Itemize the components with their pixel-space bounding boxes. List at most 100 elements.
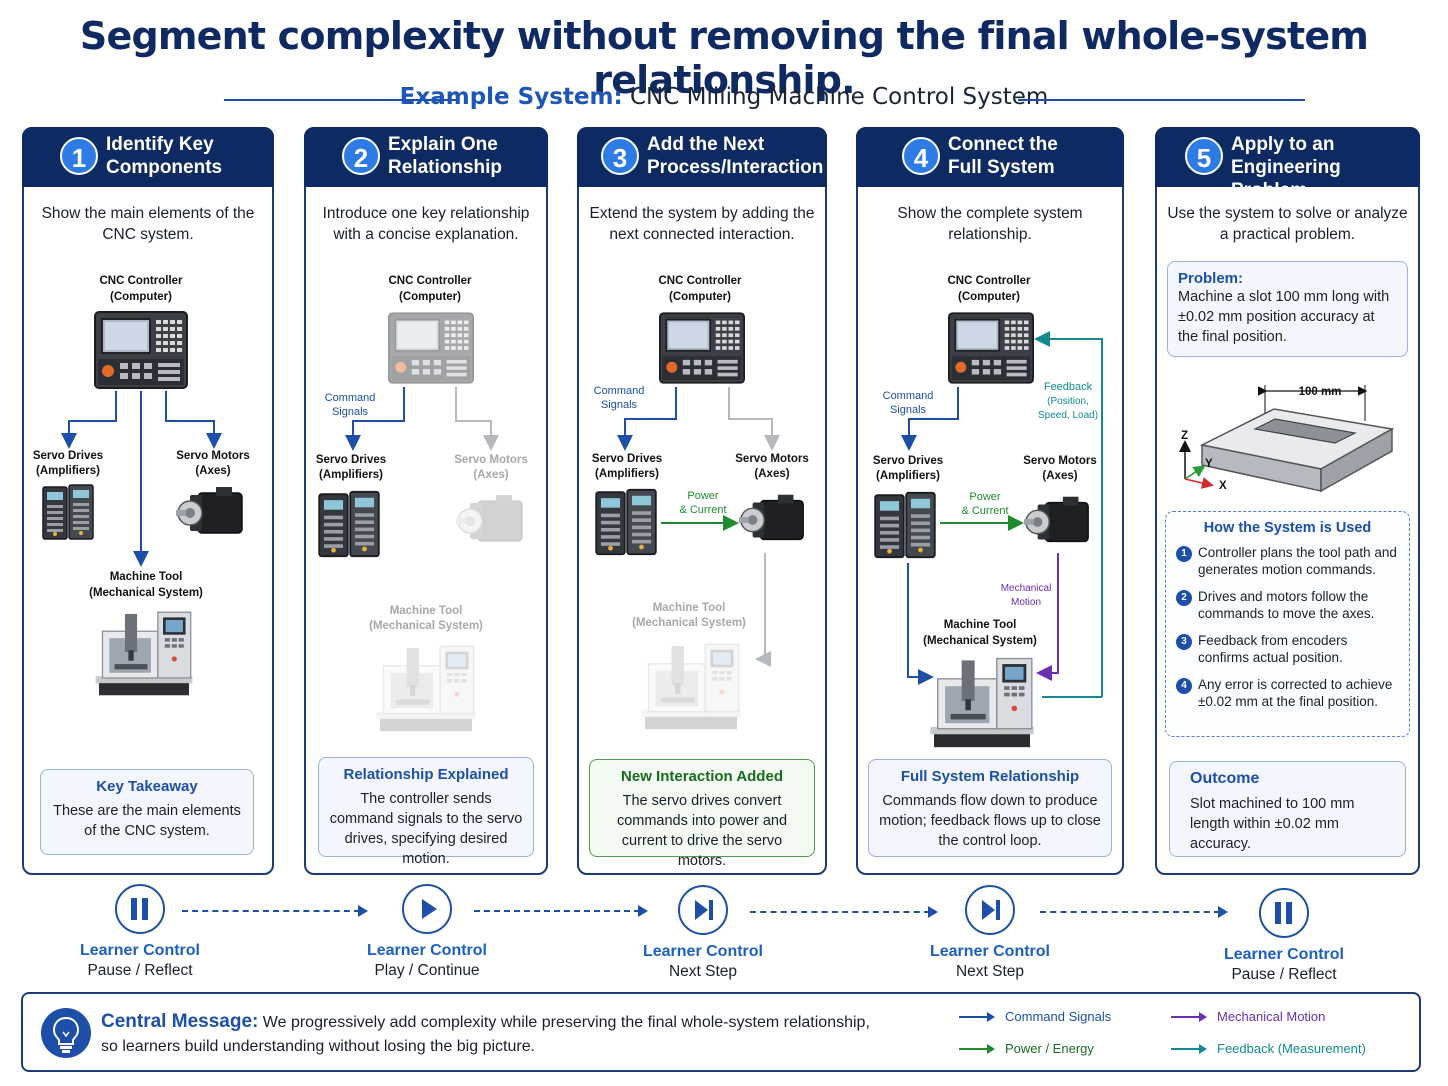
- legend-arrow-icon: [959, 1044, 995, 1054]
- next-step-icon[interactable]: [678, 885, 728, 935]
- key-takeaway-box: Key Takeaway These are the main elements…: [40, 769, 254, 855]
- tool-label-2: (Mechanical System): [632, 617, 746, 629]
- box-body: These are the main elements of the CNC s…: [53, 803, 241, 839]
- next-step-icon[interactable]: [965, 885, 1015, 935]
- central-message-text: Central Message: We progressively add co…: [101, 1010, 921, 1059]
- slot-icon: [1253, 418, 1357, 444]
- tool-label-1: Machine Tool: [110, 571, 183, 583]
- controller-label-2: (Computer): [399, 291, 461, 303]
- box-title: Key Takeaway: [96, 778, 198, 795]
- box-body: Slot machined to 100 mm length within ±0…: [1190, 796, 1355, 852]
- box-title: Full System Relationship: [900, 768, 1080, 785]
- subtitle-row: Example System: CNC Milling Machine Cont…: [0, 82, 1448, 116]
- controller-label-2: (Computer): [669, 291, 731, 303]
- learner-control-next-2[interactable]: Learner Control Next Step: [910, 885, 1070, 981]
- servo-motor-icon: [739, 493, 804, 541]
- how-step: 2 Drives and motors follow the commands …: [1176, 588, 1399, 622]
- cnc-controller-icon: [659, 312, 745, 384]
- feedback-label-2: (Position,: [1047, 396, 1089, 407]
- learner-control-pause-2[interactable]: Learner Control Pause / Reflect: [1204, 888, 1364, 984]
- panel-header: 4 Connect the Full System: [856, 127, 1124, 187]
- controller-label-2: (Computer): [110, 291, 172, 303]
- problem-body: Machine a slot 100 mm long with ±0.02 mm…: [1178, 289, 1390, 345]
- command-arrow-motors: [165, 391, 222, 449]
- motors-label-2: (Axes): [473, 469, 508, 481]
- control-subtitle: Pause / Reflect: [1231, 966, 1337, 983]
- control-title: Learner Control: [366, 942, 487, 959]
- panel-title-line-1: Identify Key: [106, 134, 214, 155]
- legend-label: Power / Energy: [1005, 1041, 1094, 1056]
- progress-arrow: [1040, 906, 1228, 918]
- cnc-controller-icon: [948, 312, 1034, 384]
- power-label-1: Power: [969, 491, 1001, 503]
- play-icon[interactable]: [402, 884, 452, 934]
- panel-title-line-1: Explain One: [388, 134, 498, 155]
- command-arrow-drives: [617, 387, 677, 451]
- how-step-number: 2: [1176, 590, 1192, 606]
- motors-label-1: Servo Motors: [454, 454, 528, 466]
- command-label-2: Signals: [601, 399, 638, 411]
- panel-step-2: 2 Explain One Relationship Introduce one…: [304, 127, 548, 875]
- how-step-text: Controller plans the tool path and gener…: [1198, 545, 1397, 577]
- panel-title: Connect the Full System: [948, 133, 1148, 179]
- box-body: Commands flow down to produce motion; fe…: [879, 793, 1101, 849]
- box-title: New Interaction Added: [621, 768, 783, 785]
- control-title: Learner Control: [1223, 946, 1344, 963]
- panel-title-line-1: Apply to an: [1231, 134, 1335, 155]
- panel-description: Show the main elements of the CNC system…: [41, 205, 255, 243]
- panel-header: 5 Apply to an Engineering Problem: [1155, 127, 1420, 201]
- machine-tool-icon: [929, 657, 1035, 748]
- motors-label-1: Servo Motors: [1023, 455, 1097, 467]
- faded-arrow-motors: [455, 387, 499, 451]
- subtitle-divider-right: [1018, 99, 1305, 101]
- dimension-label: 100 mm: [1299, 386, 1342, 398]
- problem-box: Problem: Machine a slot 100 mm long with…: [1167, 261, 1408, 357]
- full-system-box: Full System Relationship Commands flow d…: [868, 759, 1112, 857]
- control-title: Learner Control: [79, 942, 200, 959]
- drives-label-1: Servo Drives: [316, 454, 386, 466]
- full-system-diagram: CNC Controller (Computer) Command Signal…: [873, 275, 1103, 748]
- progress-arrow: [182, 905, 368, 917]
- how-step-number: 3: [1176, 634, 1192, 650]
- subtitle: Example System: CNC Milling Machine Cont…: [0, 84, 1448, 110]
- central-message-line-1: We progressively add complexity while pr…: [262, 1014, 870, 1031]
- drives-label-2: (Amplifiers): [319, 469, 383, 481]
- drives-label-1: Servo Drives: [592, 453, 662, 465]
- machine-tool-icon: [375, 645, 477, 732]
- subtitle-system: CNC Milling Machine Control System: [629, 84, 1049, 110]
- cnc-components-diagram: CNC Controller (Computer) Servo Drives (…: [33, 275, 250, 697]
- axis-x-arrow: [1184, 477, 1214, 489]
- command-arrow-drives: [901, 387, 959, 451]
- pause-icon[interactable]: [115, 884, 165, 934]
- learner-control-pause-1[interactable]: Learner Control Pause / Reflect: [60, 884, 220, 980]
- command-label-2: Signals: [890, 404, 927, 416]
- step-number-badge: 4: [902, 137, 940, 175]
- cnc-controller-icon: [94, 311, 188, 389]
- legend-label: Feedback (Measurement): [1217, 1041, 1366, 1056]
- machine-tool-icon: [640, 643, 742, 730]
- servo-drives-icon: [42, 484, 94, 540]
- command-label-1: Command: [325, 392, 376, 404]
- panel-header: 1 Identify Key Components: [22, 127, 274, 187]
- panel-description: Show the complete system relationship.: [897, 205, 1083, 243]
- drives-label-2: (Amplifiers): [595, 468, 659, 480]
- pause-icon[interactable]: [1259, 888, 1309, 938]
- drives-label-2: (Amplifiers): [36, 465, 100, 477]
- panel-title: Add the Next Process/Interaction: [647, 133, 827, 179]
- tool-label-2: (Mechanical System): [369, 620, 483, 632]
- relationship-diagram: CNC Controller (Computer) Command Signal…: [316, 275, 528, 732]
- servo-drives-icon: [874, 491, 936, 559]
- tool-label-1: Machine Tool: [390, 605, 463, 617]
- feedback-label-3: Speed, Load): [1038, 410, 1098, 421]
- lightbulb-icon: [41, 1008, 91, 1058]
- new-interaction-box: New Interaction Added The servo drives c…: [589, 759, 815, 869]
- servo-drives-icon: [595, 488, 657, 556]
- box-title: Outcome: [1190, 770, 1260, 787]
- step-number-badge: 2: [342, 137, 380, 175]
- box-body: The servo drives convert commands into p…: [616, 793, 788, 869]
- panel-step-4: 4 Connect the Full System Show the compl…: [856, 127, 1124, 875]
- learner-control-play[interactable]: Learner Control Play / Continue: [347, 884, 507, 980]
- learner-control-next-1[interactable]: Learner Control Next Step: [623, 885, 783, 981]
- progress-arrow: [750, 906, 938, 918]
- tool-label-1: Machine Tool: [653, 602, 726, 614]
